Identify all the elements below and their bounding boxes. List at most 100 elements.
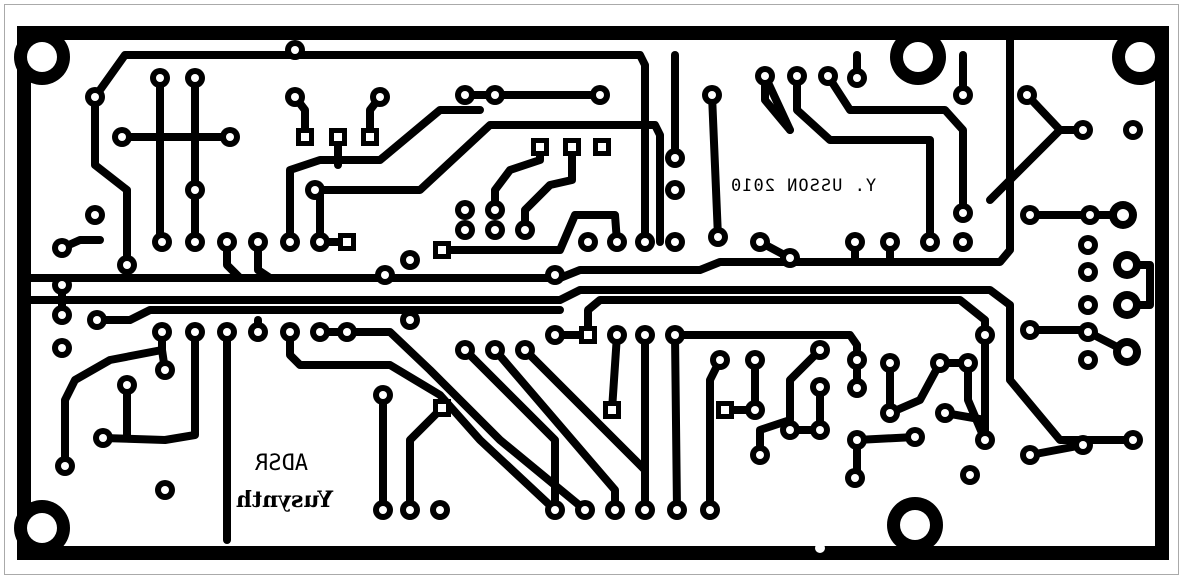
pad-drill-hole [536, 143, 544, 151]
pad-drill-hole [756, 238, 764, 246]
pad-drill-hole [123, 261, 131, 269]
pad-drill-hole [596, 91, 604, 99]
pad-drill-hole [853, 74, 861, 82]
pad-drill-hole [61, 462, 69, 470]
pad-drill-hole [301, 133, 309, 141]
pad-drill-hole [584, 238, 592, 246]
pad-drill-hole [886, 409, 894, 417]
pad-drill-hole [613, 238, 621, 246]
pad-drill-hole [671, 238, 679, 246]
pad-drill-hole [1121, 346, 1133, 358]
copper-trace [986, 126, 1064, 204]
pad-drill-hole [608, 406, 616, 414]
pad-drill-hole [58, 344, 66, 352]
image-frame [4, 4, 1179, 575]
copper-trace [824, 72, 967, 217]
pad-drill-hole [58, 244, 66, 252]
copper-trace [91, 93, 131, 269]
copper-trace [26, 286, 1137, 444]
pad-drill-hole [708, 91, 716, 99]
pad-drill-hole [223, 238, 231, 246]
pad-drill-hole [343, 238, 351, 246]
pad-drill-hole [118, 133, 126, 141]
pad-drill-hole [1084, 301, 1092, 309]
pad-drill-hole [461, 91, 469, 99]
pad-drill-hole [551, 271, 559, 279]
pad-drill-hole [191, 186, 199, 194]
pad-drill-hole [461, 226, 469, 234]
pad-drill-hole [381, 271, 389, 279]
mounting-hole [27, 513, 57, 543]
pad-drill-hole [981, 436, 989, 444]
pad-drill-hole [58, 281, 66, 289]
pad-drill-hole [568, 143, 576, 151]
pad-drill-hole [959, 238, 967, 246]
pad-drill-hole [1026, 326, 1034, 334]
pad-drill-hole [1084, 268, 1092, 276]
pad-drill-hole [461, 206, 469, 214]
pad-drill-hole [886, 359, 894, 367]
pad-drill-hole [959, 209, 967, 217]
pad-drill-hole [941, 409, 949, 417]
pad-drill-hole [191, 74, 199, 82]
pad-drill-hole [964, 359, 972, 367]
pad-drill-hole [406, 316, 414, 324]
pad-drill-hole [1084, 241, 1092, 249]
pad-drill-hole [959, 91, 967, 99]
pad-drill-hole [291, 93, 299, 101]
pad-drill-hole [671, 186, 679, 194]
mounting-hole [900, 510, 930, 540]
pad-drill-hole [786, 254, 794, 262]
pad-drill-hole [1026, 211, 1034, 219]
copper-trace [671, 331, 681, 514]
pad-drill-hole [123, 381, 131, 389]
pad-drill-hole [853, 356, 861, 364]
pad-drill-hole [926, 238, 934, 246]
pad-drill-hole [316, 328, 324, 336]
pad-drill-hole [641, 506, 649, 514]
copper-trace [708, 91, 722, 241]
pad-drill-hole [291, 46, 299, 54]
pad-drill-hole [91, 211, 99, 219]
pad-drill-hole [851, 238, 859, 246]
pad-drill-hole [1023, 91, 1031, 99]
pad-drill-hole [91, 93, 99, 101]
pad-drill-hole [671, 154, 679, 162]
pad-drill-hole [311, 186, 319, 194]
pad-drill-hole [491, 346, 499, 354]
pad-drill-hole [334, 133, 342, 141]
pad-drill-hole [223, 328, 231, 336]
pad-drill-hole [1026, 451, 1034, 459]
pad-drill-hole [853, 384, 861, 392]
copper-trace [608, 331, 621, 414]
pad-drill-hole [671, 331, 679, 339]
pad-drill-hole [191, 238, 199, 246]
pad-drill-hole [756, 451, 764, 459]
pad-drill-hole [93, 316, 101, 324]
pad-drill-hole [436, 506, 444, 514]
pad-drill-hole [751, 356, 759, 364]
pad-drill-hole [611, 506, 619, 514]
pad-drill-hole [1084, 356, 1092, 364]
pad-drill-hole [254, 328, 262, 336]
pad-drill-hole [793, 72, 801, 80]
brand-logo-text: Yusynth [236, 487, 334, 513]
pad-drill-hole [286, 238, 294, 246]
pad-drill-hole [714, 233, 722, 241]
pad-drill-hole [156, 74, 164, 82]
via-hole [815, 543, 825, 553]
pad-drill-hole [966, 471, 974, 479]
pad-drill-hole [438, 404, 446, 412]
copper-trace [99, 328, 199, 444]
pad-drill-hole [1121, 299, 1133, 311]
pad-drill-hole [816, 346, 824, 354]
pad-drill-hole [99, 434, 107, 442]
pad-drill-hole [673, 506, 681, 514]
pad-drill-hole [366, 133, 374, 141]
copper-trace [93, 306, 564, 324]
pad-drill-hole [551, 331, 559, 339]
pad-drill-hole [191, 328, 199, 336]
pad-drill-hole [1079, 441, 1087, 449]
copper-trace [521, 143, 576, 234]
pad-drill-hole [816, 383, 824, 391]
